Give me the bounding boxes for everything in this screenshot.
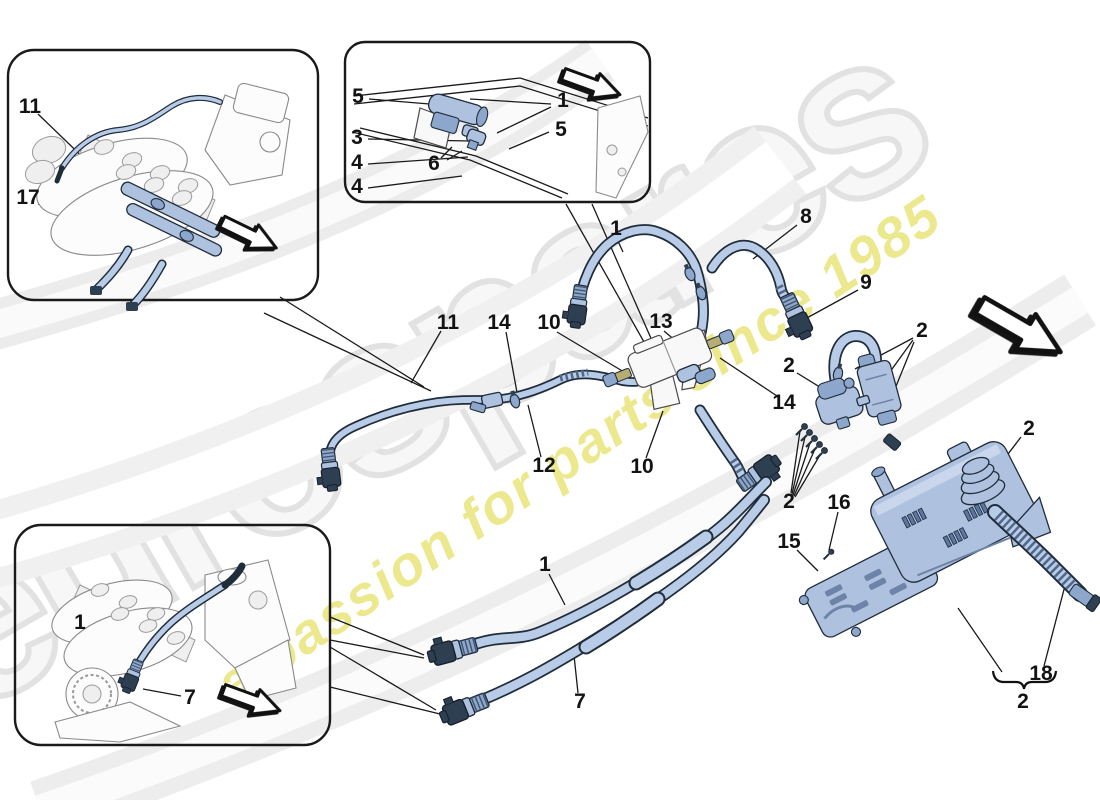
part-callout-1-hose: 1 [539, 553, 551, 576]
part-callout-5-chassis-b: 5 [555, 118, 567, 141]
part-callout-1-inset-bottom: 1 [74, 611, 86, 634]
part-callout-10-lower: 10 [630, 455, 654, 478]
part-callout-2-coupling: 2 [1023, 417, 1035, 440]
part-callout-9: 9 [860, 271, 872, 294]
part-callout-4-chassis-b: 4 [351, 175, 363, 198]
part-callout-7-inset-bottom: 7 [184, 686, 196, 709]
purge-valve [815, 377, 871, 430]
inset-box-chassis [343, 40, 652, 204]
inset-chassis-sketch [351, 60, 649, 199]
part-callout-15: 15 [777, 530, 801, 553]
inset-engine-top-sketch [24, 82, 291, 311]
part-callout-5-chassis-a: 5 [352, 85, 364, 108]
part-callout-1-loop: 1 [610, 217, 622, 240]
part-callout-2-screws: 2 [783, 490, 795, 513]
part-callout-13: 13 [649, 310, 673, 333]
background-swoosh [0, 39, 1096, 800]
part-callout-1-chassis: 1 [557, 89, 569, 112]
brace-group-2 [991, 670, 1058, 690]
part-callout-12: 12 [532, 454, 556, 477]
part-callout-14-clamp: 14 [487, 311, 511, 334]
part-callout-7-hose: 7 [574, 690, 586, 713]
part-callout-2-brace: 2 [1017, 690, 1029, 713]
inset-box-engine-top [6, 48, 320, 302]
hose-7-long [434, 494, 770, 729]
part-callout-14-right: 14 [772, 391, 796, 414]
part-callout-2-vent: 2 [916, 319, 928, 342]
corrugated-hose-18 [960, 456, 1100, 613]
part-callout-10-filter: 10 [537, 311, 561, 334]
part-callout-17-inset-top: 17 [16, 186, 40, 209]
hose-1-long [423, 476, 772, 668]
part-callout-8: 8 [800, 205, 812, 228]
filter-assembly-10 [602, 327, 735, 411]
part-callout-3-chassis: 3 [351, 126, 363, 149]
hose-to-connector [694, 404, 789, 500]
part-callout-4-chassis-a: 4 [351, 151, 363, 174]
inset-engine-bottom-sketch [51, 559, 297, 743]
part-callout-6-chassis: 6 [428, 152, 440, 175]
hose-8 [706, 240, 817, 346]
part-callout-11-inset-top: 11 [18, 95, 42, 118]
part-callout-16: 16 [827, 491, 851, 514]
part-callout-2-purge: 2 [783, 354, 795, 377]
inset-box-engine-bottom [13, 523, 332, 747]
part-callout-11-pipe: 11 [436, 311, 460, 334]
part-callout-18: 18 [1029, 662, 1053, 685]
